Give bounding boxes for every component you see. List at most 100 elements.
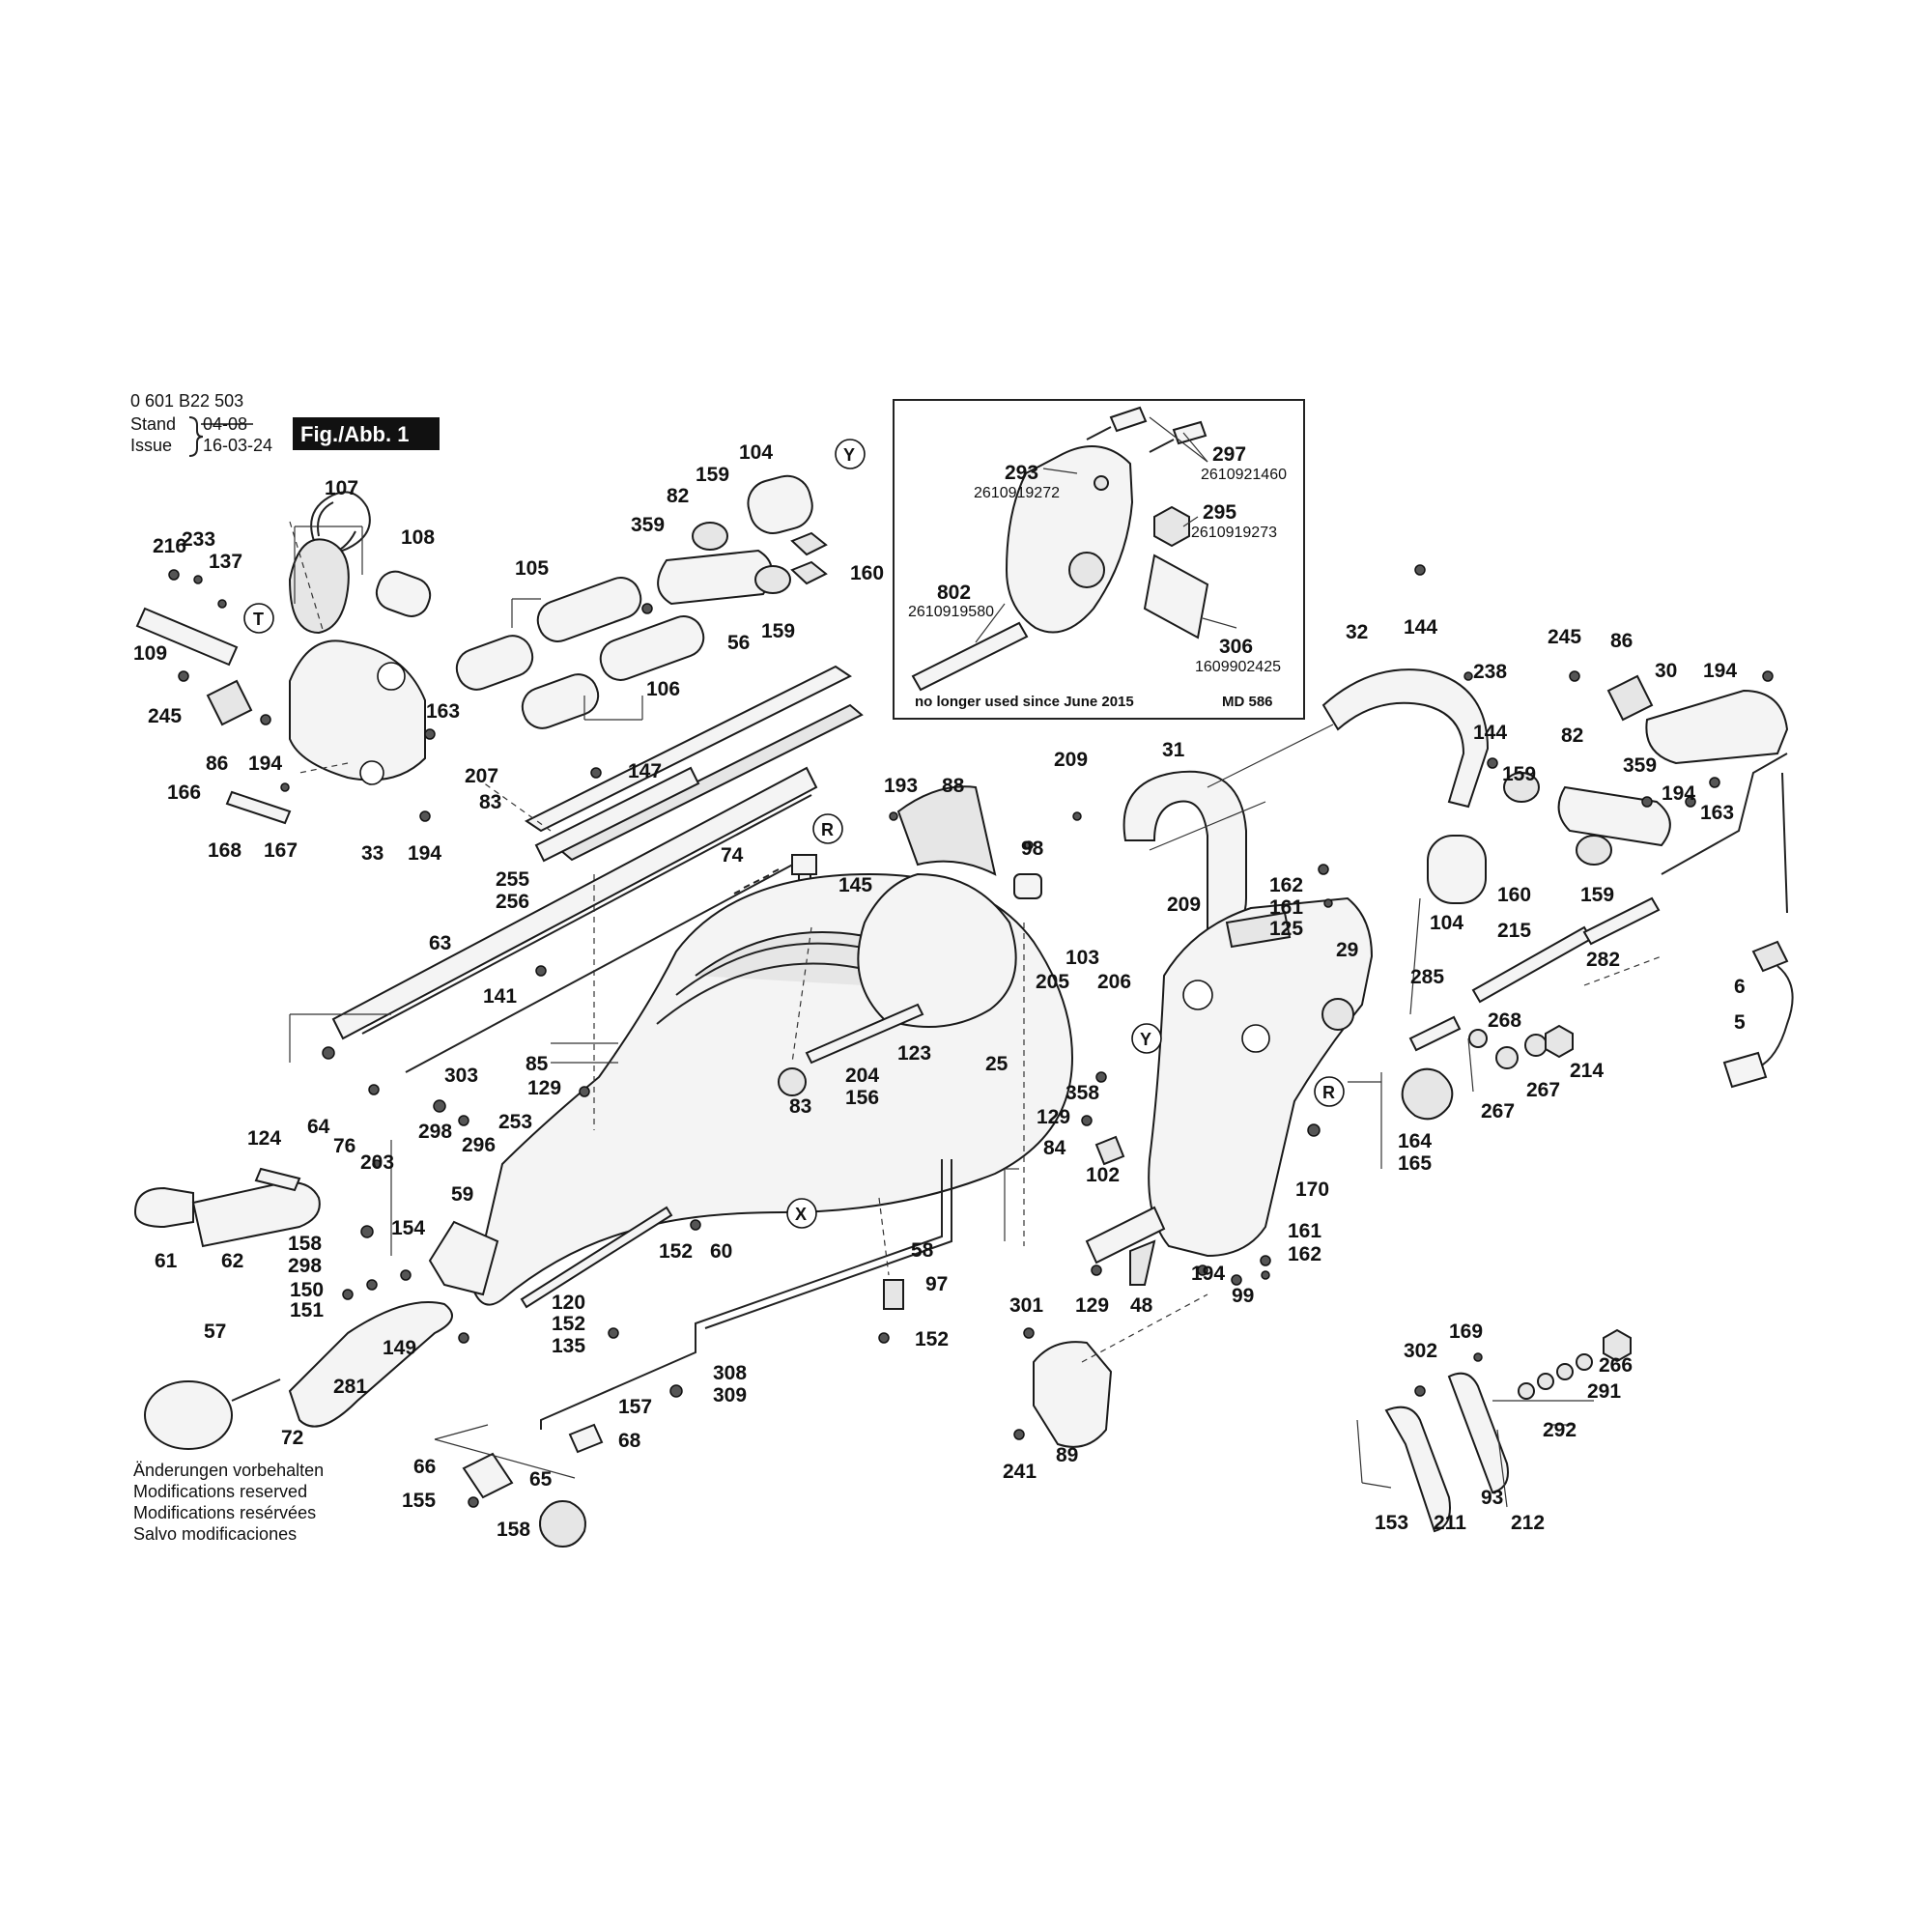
callout-209-a: 209 <box>1054 749 1088 771</box>
bracket-89-shape <box>1033 1341 1113 1448</box>
brace-icon <box>188 416 204 457</box>
callout-292: 292 <box>1543 1419 1577 1441</box>
callout-25: 25 <box>985 1053 1009 1075</box>
callout-256: 256 <box>496 891 529 913</box>
handle-31-shape <box>1122 770 1247 939</box>
callout-194-d: 194 <box>1662 782 1695 805</box>
knob-83-base-shape <box>778 1067 807 1096</box>
callout-281: 281 <box>333 1376 367 1398</box>
label-125-shape <box>1225 911 1292 949</box>
inset-box: 293 2610919272 297 2610921460 295 261091… <box>893 399 1305 720</box>
figure-badge: Fig./Abb. 1 <box>300 422 409 446</box>
callout-83-top: 83 <box>479 791 501 813</box>
callout-125: 125 <box>1269 918 1303 940</box>
callout-207: 207 <box>465 765 498 787</box>
callout-129-a: 129 <box>527 1077 561 1099</box>
callout-162-a: 162 <box>1269 874 1303 896</box>
callout-359-top: 359 <box>631 514 665 536</box>
footer-note-de: Änderungen vorbehalten <box>133 1461 324 1480</box>
callout-74: 74 <box>721 844 744 867</box>
callout-267-b: 267 <box>1481 1100 1515 1122</box>
marker-x: X <box>795 1205 807 1224</box>
part-293-shape <box>1005 445 1134 634</box>
plate-82-top-shape <box>657 549 773 606</box>
detent-84-shape <box>1094 1135 1125 1166</box>
pin-124-shape <box>254 1167 301 1192</box>
issue-label: Issue <box>130 436 172 455</box>
callout-153: 153 <box>1375 1512 1408 1534</box>
pin-166-shape <box>225 790 292 825</box>
callout-303: 303 <box>444 1065 478 1087</box>
rod-285-shape <box>1408 1015 1462 1052</box>
callout-238: 238 <box>1473 661 1507 683</box>
callout-209-b: 209 <box>1167 894 1201 916</box>
shaft-109-shape <box>135 607 239 667</box>
callout-291: 291 <box>1587 1380 1621 1403</box>
tube-104-right-shape <box>1427 835 1487 904</box>
inset-partno-295: 2610919273 <box>1191 525 1277 541</box>
callout-167: 167 <box>264 839 298 862</box>
guide-255-shape <box>534 766 700 863</box>
inset-callout-295: 295 <box>1203 501 1236 524</box>
inset-callout-306: 306 <box>1219 636 1253 658</box>
rod-282-shape <box>1582 896 1661 946</box>
callout-214: 214 <box>1570 1060 1604 1082</box>
callout-194-c: 194 <box>1703 660 1737 682</box>
callout-58: 58 <box>911 1239 934 1262</box>
callout-152-a: 152 <box>659 1240 693 1263</box>
knob-164-shape <box>1401 1067 1454 1121</box>
callout-141: 141 <box>483 985 517 1008</box>
inset-partno-802: 2610919580 <box>908 604 994 620</box>
callout-104-right: 104 <box>1430 912 1463 934</box>
lever-72-shape <box>288 1301 453 1428</box>
turntable-hub-shape <box>857 872 1017 1028</box>
callout-129-b: 129 <box>1037 1106 1070 1128</box>
callout-152-c: 152 <box>915 1328 949 1350</box>
callout-6: 6 <box>1734 976 1746 998</box>
callout-68: 68 <box>618 1430 641 1452</box>
callout-193: 193 <box>884 775 918 797</box>
callout-215: 215 <box>1497 920 1531 942</box>
callout-31: 31 <box>1162 739 1185 761</box>
cover-86-right-shape <box>1606 674 1654 722</box>
callout-145: 145 <box>838 874 872 896</box>
callout-48: 48 <box>1130 1294 1153 1317</box>
callout-137: 137 <box>209 551 242 573</box>
tube-106b-shape <box>599 615 705 681</box>
callout-298-a: 298 <box>418 1121 452 1143</box>
callout-158-b: 158 <box>497 1519 530 1541</box>
pin-102-shape <box>1085 1206 1166 1264</box>
marker-y-top: Y <box>843 445 855 465</box>
callout-82-right: 82 <box>1561 724 1583 747</box>
bracket-97-shape <box>883 1279 904 1310</box>
callout-99: 99 <box>1232 1285 1254 1307</box>
callout-268: 268 <box>1488 1009 1521 1032</box>
callout-129-c: 129 <box>1075 1294 1109 1317</box>
callout-29: 29 <box>1336 939 1358 961</box>
callout-159-top-a: 159 <box>696 464 729 486</box>
callout-309: 309 <box>713 1384 747 1406</box>
callout-144-a: 144 <box>1404 616 1437 639</box>
clamp-66-shape <box>462 1452 514 1499</box>
callout-169: 169 <box>1449 1321 1483 1343</box>
callout-163-right: 163 <box>1700 802 1734 824</box>
nut-266-shape <box>1603 1328 1632 1363</box>
knob-65-shape <box>539 1500 586 1548</box>
part-295-shape <box>1153 505 1190 548</box>
callout-282: 282 <box>1586 949 1620 971</box>
callout-120: 120 <box>552 1292 585 1314</box>
bracket-59-shape <box>428 1220 499 1296</box>
callout-62: 62 <box>221 1250 243 1272</box>
callout-30: 30 <box>1655 660 1677 682</box>
callout-33: 33 <box>361 842 384 865</box>
reference-markers: Y T R X Y R <box>243 439 1345 1229</box>
callout-135: 135 <box>552 1335 585 1357</box>
marker-y-right: Y <box>1140 1030 1151 1049</box>
callout-107: 107 <box>325 477 358 499</box>
callout-204: 204 <box>845 1065 879 1087</box>
callout-89: 89 <box>1056 1444 1078 1466</box>
callout-241: 241 <box>1003 1461 1037 1483</box>
callout-105: 105 <box>515 557 549 580</box>
callout-104-top: 104 <box>739 441 773 464</box>
